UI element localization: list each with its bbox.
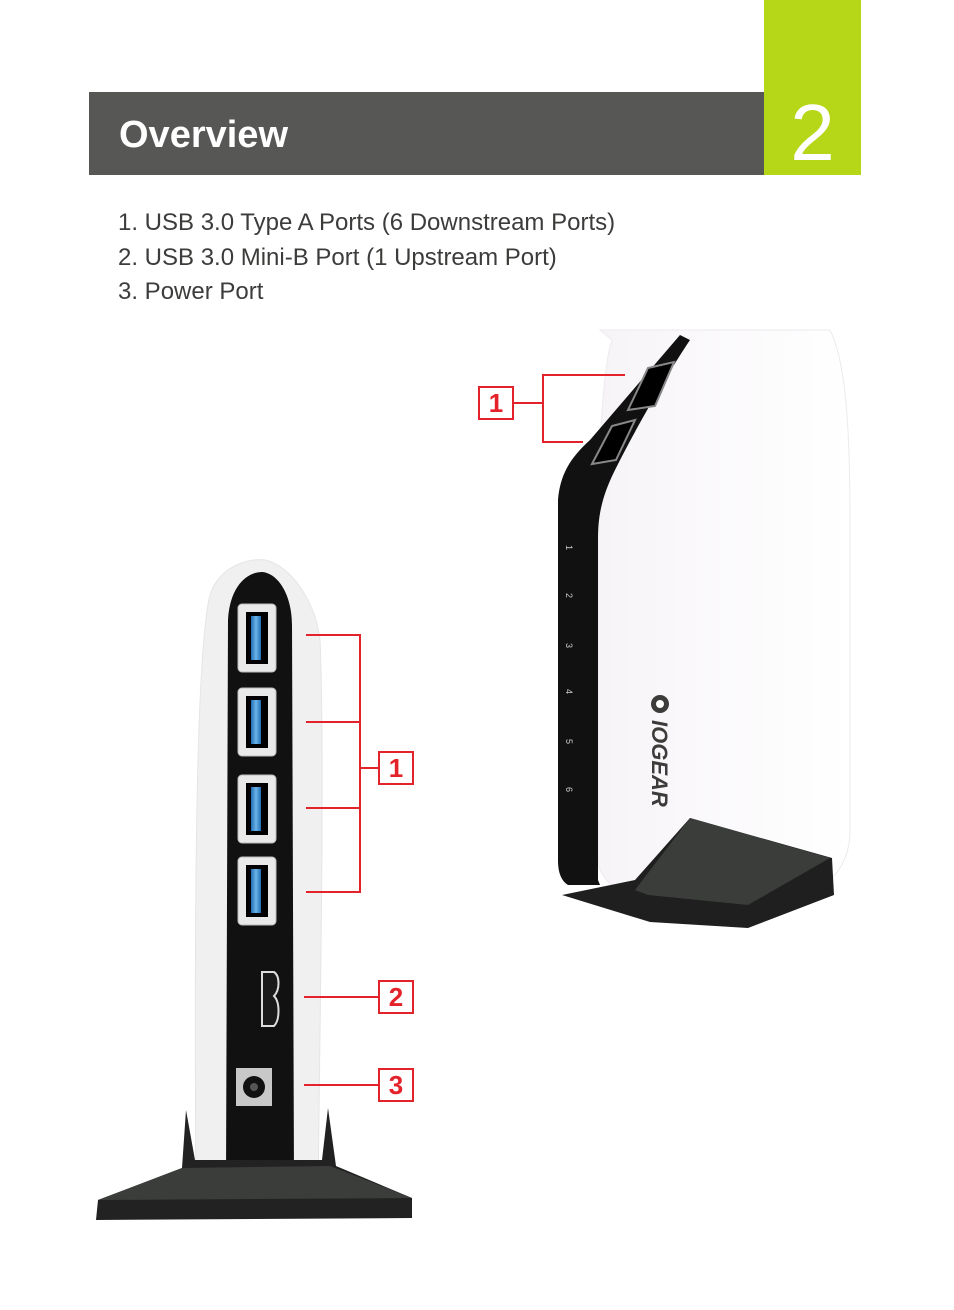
brand-logo-text: IOGEAR bbox=[647, 720, 672, 807]
usb-a-port bbox=[237, 687, 277, 757]
callout-top-ports: 1 bbox=[478, 386, 514, 420]
feature-item-usb-a: 1. USB 3.0 Type A Ports (6 Downstream Po… bbox=[118, 209, 616, 236]
section-header: Overview bbox=[89, 92, 764, 175]
usb-a-port-top bbox=[590, 360, 676, 466]
feature-list: 1. USB 3.0 Type A Ports (6 Downstream Po… bbox=[118, 206, 615, 310]
usb-mini-b-port bbox=[261, 971, 280, 1027]
port-number: 6 bbox=[564, 787, 574, 792]
usb-a-port bbox=[237, 774, 277, 844]
hub-side-view: 1 2 3 4 5 6 IOGEAR bbox=[558, 329, 851, 928]
iogear-logo: IOGEAR bbox=[647, 695, 672, 807]
feature-item-power: 3. Power Port bbox=[118, 278, 264, 305]
callout-lines-front bbox=[304, 634, 378, 1086]
port-number: 5 bbox=[564, 739, 574, 744]
callout-power: 3 bbox=[378, 1068, 414, 1102]
hub-front-view bbox=[96, 559, 412, 1220]
port-number: 4 bbox=[564, 689, 574, 694]
port-number: 3 bbox=[564, 643, 574, 648]
callout-mini-b: 2 bbox=[378, 980, 414, 1014]
usb-a-port bbox=[237, 603, 277, 673]
section-title: Overview bbox=[119, 114, 288, 156]
feature-item-mini-b: 2. USB 3.0 Mini-B Port (1 Upstream Port) bbox=[118, 243, 557, 271]
page-number: 2 bbox=[790, 88, 835, 177]
port-number-labels: 1 2 3 4 5 6 bbox=[564, 545, 574, 792]
callout-lines-side bbox=[514, 374, 625, 443]
callout-front-ports: 1 bbox=[378, 751, 414, 785]
page-number-tab: 2 bbox=[764, 0, 861, 177]
port-number: 1 bbox=[564, 545, 574, 550]
usb-a-port bbox=[237, 856, 277, 926]
power-port bbox=[236, 1068, 272, 1106]
port-number: 2 bbox=[564, 593, 574, 598]
